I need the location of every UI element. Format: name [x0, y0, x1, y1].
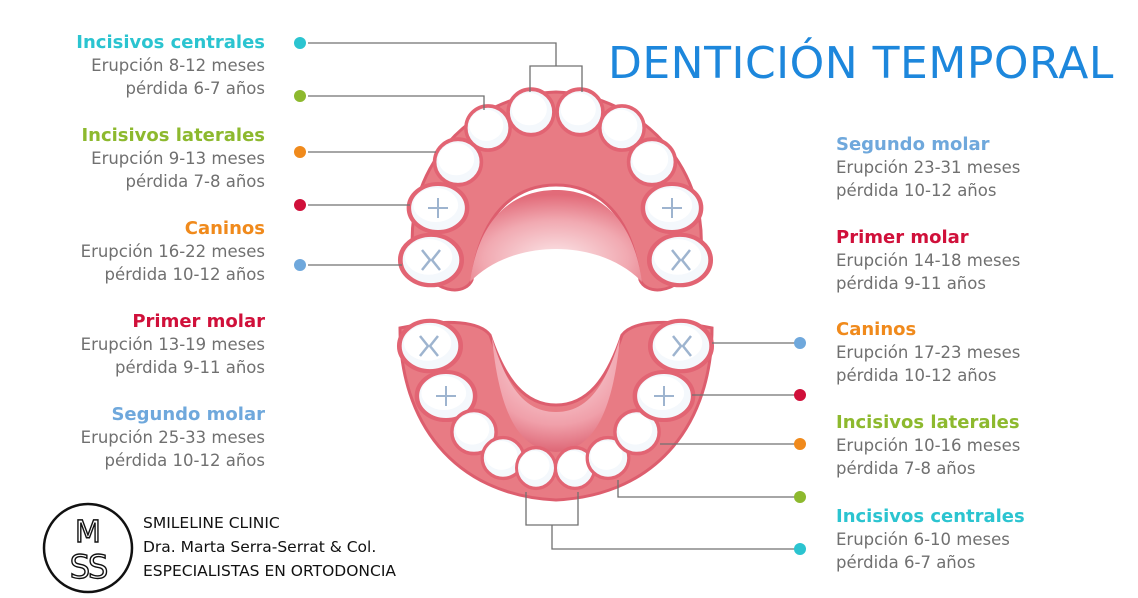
label-upper-segundo-molar: Segundo molar Erupción 25-33 meses pérdi…	[0, 403, 265, 472]
label-upper-caninos: Caninos Erupción 16-22 meses pérdida 10-…	[0, 217, 265, 286]
label-eruption: Erupción 9-13 meses	[91, 149, 265, 168]
label-loss: pérdida 9-11 años	[115, 358, 265, 377]
label-lower-incisivos-centrales: Incisivos centrales Erupción 6-10 meses …	[836, 505, 1101, 574]
label-eruption: Erupción 16-22 meses	[80, 242, 265, 261]
label-upper-incisivos-laterales: Incisivos laterales Erupción 9-13 meses …	[0, 124, 265, 193]
label-eruption: Erupción 10-16 meses	[836, 436, 1021, 455]
label-upper-incisivos-centrales: Incisivos centrales Erupción 8-12 meses …	[0, 31, 265, 100]
label-name: Caninos	[184, 218, 265, 239]
label-name: Segundo molar	[836, 134, 990, 155]
label-lower-primer-molar: Primer molar Erupción 14-18 meses pérdid…	[836, 226, 1101, 295]
clinic-info: SMILELINE CLINIC Dra. Marta Serra-Serrat…	[143, 511, 396, 583]
label-name: Incisivos laterales	[836, 412, 1020, 433]
dot-caninos-upper	[294, 146, 306, 158]
dot-primer-molar-lower	[794, 389, 806, 401]
svg-text:M: M	[75, 515, 101, 550]
label-lower-caninos: Caninos Erupción 17-23 meses pérdida 10-…	[836, 318, 1101, 387]
label-name: Segundo molar	[111, 404, 265, 425]
label-name: Primer molar	[132, 311, 265, 332]
dot-incisivos-laterales-lower	[794, 491, 806, 503]
clinic-specialty: ESPECIALISTAS EN ORTODONCIA	[143, 562, 397, 580]
dot-incisivos-centrales-lower	[794, 543, 806, 555]
dot-primer-molar-upper	[294, 199, 306, 211]
dot-segundo-molar-upper	[294, 259, 306, 271]
label-name: Primer molar	[836, 227, 969, 248]
label-name: Incisivos centrales	[836, 506, 1025, 527]
upper-jaw	[400, 87, 710, 292]
label-lower-segundo-molar: Segundo molar Erupción 23-31 meses pérdi…	[836, 133, 1101, 202]
label-loss: pérdida 9-11 años	[836, 274, 986, 293]
label-loss: pérdida 7-8 años	[836, 459, 976, 478]
label-name: Incisivos laterales	[81, 125, 265, 146]
label-loss: pérdida 7-8 años	[125, 172, 265, 191]
marker-dots	[294, 37, 806, 555]
label-loss: pérdida 10-12 años	[104, 265, 265, 284]
label-eruption: Erupción 23-31 meses	[836, 158, 1021, 177]
page-title: DENTICIÓN TEMPORAL	[608, 38, 1114, 89]
lower-teeth	[399, 321, 711, 491]
svg-text:SS: SS	[70, 548, 107, 586]
clinic-name: SMILELINE CLINIC	[143, 514, 280, 532]
label-eruption: Erupción 14-18 meses	[836, 251, 1021, 270]
label-eruption: Erupción 6-10 meses	[836, 530, 1010, 549]
label-upper-primer-molar: Primer molar Erupción 13-19 meses pérdid…	[0, 310, 265, 379]
label-eruption: Erupción 13-19 meses	[80, 335, 265, 354]
dot-segundo-molar-lower	[794, 337, 806, 349]
label-eruption: Erupción 25-33 meses	[80, 428, 265, 447]
dot-incisivos-laterales-upper	[294, 90, 306, 102]
label-loss: pérdida 10-12 años	[836, 181, 997, 200]
label-loss: pérdida 6-7 años	[836, 553, 976, 572]
label-loss: pérdida 10-12 años	[104, 451, 265, 470]
clinic-logo: M SS	[42, 502, 134, 594]
upper-teeth	[400, 87, 710, 285]
label-loss: pérdida 10-12 años	[836, 366, 997, 385]
label-lower-incisivos-laterales: Incisivos laterales Erupción 10-16 meses…	[836, 411, 1101, 480]
leader-lines	[308, 42, 800, 550]
label-eruption: Erupción 17-23 meses	[836, 343, 1021, 362]
dot-caninos-lower	[794, 438, 806, 450]
clinic-doctor: Dra. Marta Serra-Serrat & Col.	[143, 538, 377, 556]
label-name: Incisivos centrales	[76, 32, 265, 53]
label-name: Caninos	[836, 319, 917, 340]
label-eruption: Erupción 8-12 meses	[91, 56, 265, 75]
label-loss: pérdida 6-7 años	[125, 79, 265, 98]
dot-incisivos-centrales-upper	[294, 37, 306, 49]
lower-jaw	[399, 321, 712, 502]
